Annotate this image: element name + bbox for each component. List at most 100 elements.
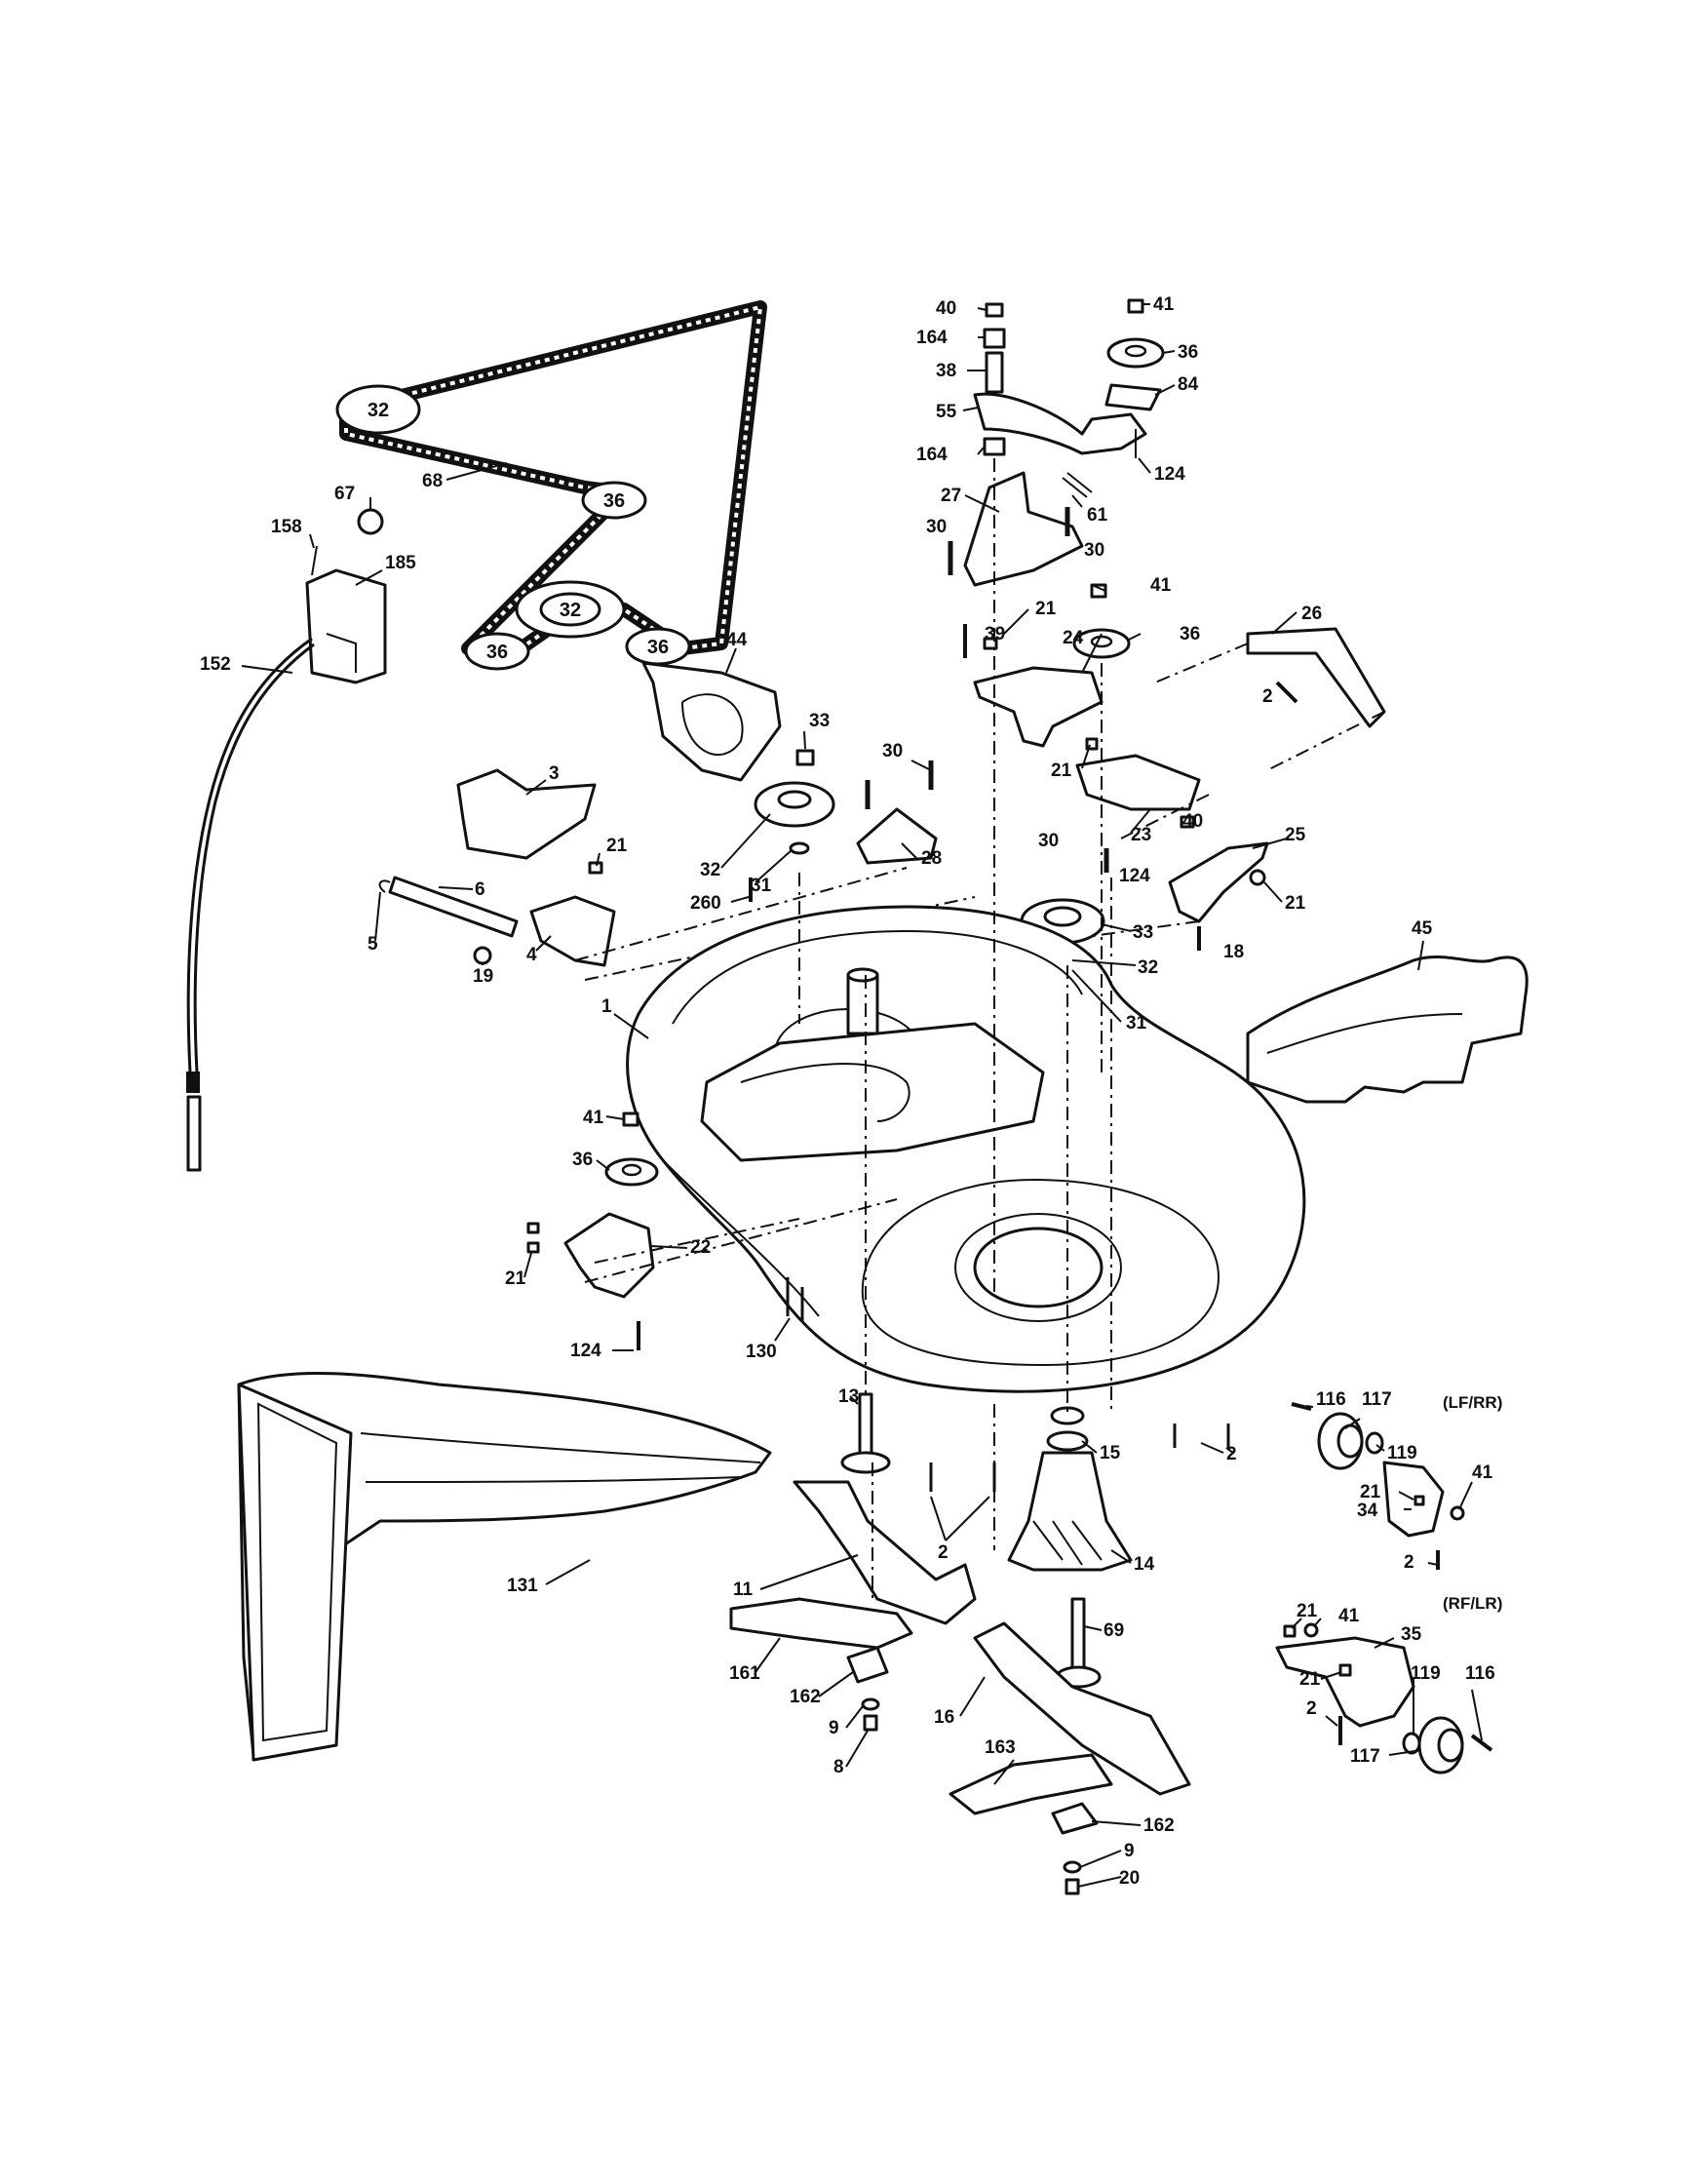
- cable-end: [186, 1072, 200, 1093]
- bolt-8: [863, 1714, 878, 1732]
- belt-pulley-label: 36: [486, 642, 508, 663]
- callout: 117: [1362, 1389, 1392, 1410]
- bushing-164-lower: [983, 437, 1006, 456]
- nut-21-y: [1338, 1663, 1352, 1677]
- callout: 21: [1051, 760, 1072, 781]
- arm-27: [963, 471, 1084, 587]
- callout: 27: [941, 486, 961, 506]
- note-lf-rr: (LF/RR): [1443, 1393, 1502, 1412]
- alignment-lines: [798, 458, 1112, 1599]
- bracket-23: [1075, 754, 1201, 811]
- knob-67: [357, 508, 384, 535]
- callout: 30: [1084, 540, 1104, 561]
- bracket-25: [1168, 841, 1269, 923]
- callout: 5: [368, 934, 378, 955]
- callout: 116: [1465, 1663, 1495, 1684]
- pulley-cover-44: [641, 661, 782, 782]
- callout: 152: [200, 654, 231, 675]
- callout: 36: [1178, 342, 1198, 363]
- spindle-69: [1070, 1597, 1086, 1679]
- nut-21-w: [1414, 1495, 1425, 1506]
- bolt-20: [1065, 1878, 1080, 1895]
- callout: 21: [505, 1268, 526, 1289]
- nut-21: [983, 637, 998, 650]
- callout: 33: [809, 711, 830, 731]
- callout: 119: [1387, 1443, 1417, 1463]
- spacer-38: [985, 351, 1004, 394]
- nut-21-x: [1283, 1624, 1297, 1638]
- callout: 40: [1182, 811, 1203, 832]
- callout: 2: [1404, 1552, 1414, 1573]
- callout: 158: [271, 517, 302, 537]
- callout: 30: [1038, 831, 1059, 851]
- front-left-brackets: [526, 1112, 898, 1350]
- spacer-119: [1365, 1431, 1384, 1455]
- callout: 41: [1338, 1606, 1360, 1626]
- bolt-2: [1275, 681, 1298, 704]
- belt-pulley-top-left: 32: [335, 384, 421, 435]
- callout: 13: [838, 1386, 859, 1407]
- belt-pulley-upper-idler: 36: [581, 481, 647, 520]
- bracket-4: [529, 895, 616, 967]
- callout-leaders: [241, 303, 1483, 1888]
- bracket-3: [456, 768, 597, 860]
- callout: 31: [1126, 1013, 1147, 1034]
- note-rf-lr: (RF/LR): [1443, 1594, 1502, 1613]
- callout: 26: [1301, 604, 1322, 624]
- callout: 24: [1063, 628, 1084, 648]
- blade-11: [793, 1480, 977, 1625]
- nut-40-b: [1180, 815, 1195, 829]
- callout: 20: [1119, 1868, 1140, 1889]
- idler-arm-assembly: [948, 298, 1386, 967]
- callout: 32: [700, 860, 720, 880]
- mower-deck-1: [626, 905, 1306, 1393]
- callout: 131: [507, 1576, 538, 1596]
- gauge-wheel-lf-rr: [1291, 1402, 1465, 1570]
- callout: 36: [572, 1150, 593, 1170]
- nut-21-d: [588, 861, 603, 875]
- nut-33: [795, 749, 815, 766]
- callout: 38: [936, 361, 956, 381]
- deck-baffle: [700, 1022, 1045, 1162]
- callout: 9: [1124, 1841, 1135, 1861]
- callout: 40: [936, 298, 956, 319]
- callout: 36: [1180, 624, 1200, 644]
- callout: 15: [1100, 1443, 1121, 1463]
- callout: 164: [916, 328, 948, 348]
- callout: 2: [1262, 686, 1273, 707]
- callout: 25: [1285, 825, 1306, 845]
- callout: 4: [526, 945, 537, 965]
- callout: 16: [934, 1707, 954, 1728]
- callout: 163: [985, 1737, 1016, 1758]
- callout: 35: [1401, 1624, 1422, 1645]
- callout: 84: [1178, 374, 1199, 395]
- washer-31-b: [789, 841, 810, 855]
- callout: 41: [1472, 1462, 1493, 1483]
- callout: 21: [1299, 1669, 1321, 1690]
- belt-pulley-label: 32: [560, 600, 581, 621]
- callout: 8: [833, 1757, 844, 1777]
- callout: 3: [549, 763, 560, 784]
- plate-162: [846, 1646, 889, 1684]
- blade-163: [949, 1753, 1113, 1815]
- bracket-22: [563, 1212, 655, 1299]
- callout: 21: [1285, 893, 1306, 914]
- callout: 30: [926, 517, 947, 537]
- callout: 22: [690, 1237, 711, 1258]
- spring-61: [1062, 472, 1093, 498]
- callout: 61: [1087, 505, 1108, 526]
- belt-pulley-label: 36: [603, 490, 625, 512]
- callout: 161: [729, 1663, 760, 1684]
- callout: 69: [1104, 1620, 1124, 1641]
- callout: 117: [1350, 1746, 1380, 1767]
- discharge-chute-131: [237, 1371, 772, 1762]
- bracket-24: [973, 666, 1104, 748]
- plate-162-b: [1051, 1802, 1099, 1835]
- nut-21-b: [1085, 737, 1099, 751]
- spindle-blade-center: [949, 1406, 1230, 1895]
- spindle-housing-14: [1007, 1451, 1133, 1572]
- callout: 1: [601, 996, 612, 1017]
- callout: 9: [829, 1718, 839, 1738]
- callout: 30: [882, 741, 903, 761]
